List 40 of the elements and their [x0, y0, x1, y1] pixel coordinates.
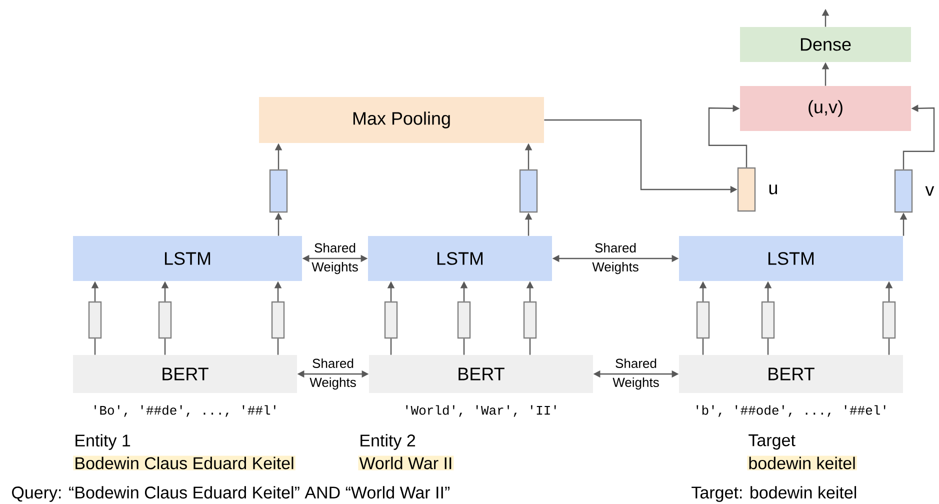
vector-bar — [761, 301, 775, 339]
query-text: Query: “Bodewin Claus Eduard Keitel” AND “World War II” — [12, 486, 450, 502]
vector-bar — [88, 301, 102, 339]
vector-bar — [894, 169, 913, 213]
edge-label: Shared Weights — [592, 242, 638, 274]
vector-bar — [737, 167, 756, 212]
edge-label: Shared Weights — [312, 242, 358, 274]
edge-label: Shared Weights — [310, 358, 356, 390]
dense-box: Dense — [740, 27, 911, 62]
lstm-box: LSTM — [368, 236, 552, 281]
entity-text: Bodewin Claus Eduard Keitel — [73, 456, 296, 470]
bert-box: BERT — [73, 355, 297, 393]
lstm-box: LSTM — [73, 236, 302, 281]
target-text: bodewin keitel — [747, 456, 857, 470]
vector-label: u — [769, 184, 778, 194]
arrow — [708, 104, 748, 168]
pooling-box: Max Pooling — [259, 97, 544, 143]
entity-heading: Entity 1 — [76, 434, 130, 450]
lstm-box: LSTM — [679, 236, 903, 281]
vector-bar — [882, 301, 896, 339]
target-heading: Target — [748, 434, 796, 450]
vector-bar — [271, 301, 285, 339]
pair-box: (u,v) — [740, 86, 911, 131]
token-list: 'Bo', '##de', ..., '##l' — [94, 405, 276, 417]
entity-text: World War II — [358, 456, 454, 470]
vector-bar — [696, 301, 710, 339]
target-text: Target: bodewin keitel — [692, 486, 856, 502]
token-list: 'World', 'War', 'II' — [406, 405, 556, 417]
edge-label: Shared Weights — [612, 358, 659, 390]
bert-box: BERT — [369, 355, 593, 393]
vector-bar — [269, 169, 288, 213]
vector-bar — [158, 301, 172, 339]
vector-bar — [519, 169, 538, 213]
vector-label: v — [925, 186, 934, 196]
bert-box: BERT — [679, 355, 903, 393]
token-list: 'b', '##ode', ..., '##el' — [696, 405, 886, 417]
vector-bar — [523, 301, 537, 339]
vector-bar — [384, 301, 398, 339]
vector-bar — [457, 301, 471, 339]
entity-heading: Entity 2 — [360, 434, 416, 450]
